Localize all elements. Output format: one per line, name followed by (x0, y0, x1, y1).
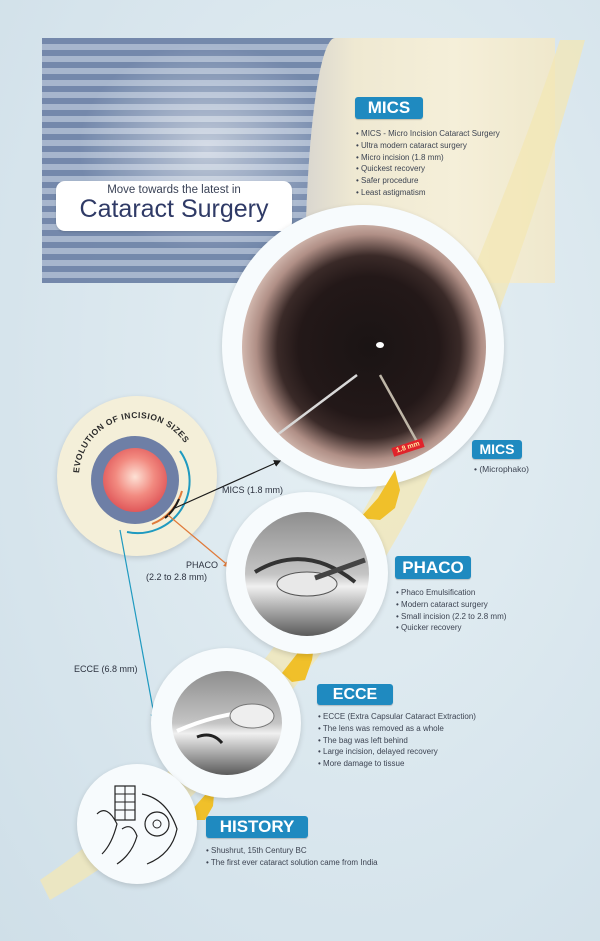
phaco-illustration (245, 512, 369, 636)
list-item: Phaco Emulsification (396, 587, 506, 599)
list-item: Micro incision (1.8 mm) (356, 152, 500, 164)
list-item: Large incision, delayed recovery (318, 746, 476, 758)
history-bullet-list: Shushrut, 15th Century BC The first ever… (206, 845, 378, 869)
ecce-bullet-list: ECCE (Extra Capsular Cataract Extraction… (318, 711, 476, 770)
eye-lens-extraction-icon (176, 703, 275, 745)
list-item: The lens was removed as a whole (318, 723, 476, 735)
mics-callout-label: MICS (1.8 mm) (222, 485, 284, 495)
headline-title: Cataract Surgery (79, 195, 269, 223)
headline-subtitle: Move towards the latest in (107, 184, 241, 196)
ancient-surgery-sketch-icon (96, 785, 178, 865)
list-item: Quickest recovery (356, 163, 500, 175)
list-item: Small incision (2.2 to 2.8 mm) (396, 611, 506, 623)
arrow-up-icon (360, 470, 400, 520)
list-item: The bag was left behind (318, 735, 476, 747)
eye-cross-section-icon (253, 557, 366, 597)
mics-side-badge: MICS (472, 440, 522, 459)
list-item: MICS - Micro Incision Cataract Surgery (356, 128, 500, 140)
surgical-instruments-icon (276, 342, 422, 448)
list-item: More damage to tissue (318, 758, 476, 770)
headline-card: Move towards the latest in Cataract Surg… (56, 181, 292, 231)
mics-eye-photo (242, 225, 486, 469)
mics-side-list: (Microphako) (474, 464, 529, 476)
phaco-badge: PHACO (395, 556, 471, 579)
ecce-callout-label: ECCE (6.8 mm) (74, 664, 138, 674)
mics-bullet-list: MICS - Micro Incision Cataract Surgery U… (356, 128, 500, 199)
phaco-callout-size: (2.2 to 2.8 mm) (146, 572, 208, 582)
ecce-illustration (172, 671, 282, 775)
list-item: Safer procedure (356, 175, 500, 187)
list-item: Ultra modern cataract surgery (356, 140, 500, 152)
ecce-badge: ECCE (317, 684, 393, 705)
phaco-bullet-list: Phaco Emulsification Modern cataract sur… (396, 587, 506, 634)
history-badge: HISTORY (206, 816, 308, 838)
progress-swoosh (40, 40, 585, 900)
list-item: (Microphako) (474, 464, 529, 476)
phaco-callout-label: PHACO (186, 560, 219, 570)
list-item: Shushrut, 15th Century BC (206, 845, 378, 857)
list-item: Quicker recovery (396, 622, 506, 634)
history-illustration-frame (77, 764, 197, 884)
list-item: Modern cataract surgery (396, 599, 506, 611)
list-item: Least astigmatism (356, 187, 500, 199)
mics-badge: MICS (355, 97, 423, 119)
list-item: The first ever cataract solution came fr… (206, 857, 378, 869)
incision-diagram: EVOLUTION OF INCISION SIZES (71, 410, 191, 535)
list-item: ECCE (Extra Capsular Cataract Extraction… (318, 711, 476, 723)
